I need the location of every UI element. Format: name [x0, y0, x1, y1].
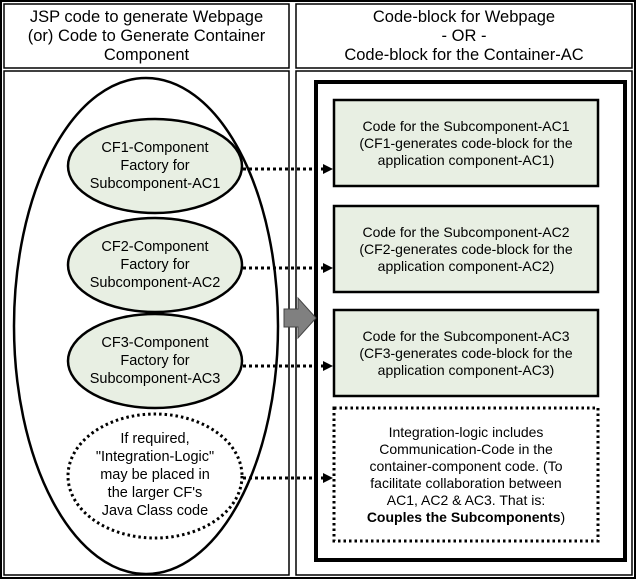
integration-logic-suffix: ) — [560, 508, 566, 525]
integration-logic-body: Integration-logic includes Communication… — [369, 423, 563, 508]
generates-arrow — [283, 296, 317, 340]
integration-logic-text: Integration-logic includes Communication… — [338, 412, 594, 537]
factory-oval-cf1 — [66, 117, 244, 215]
code-block-label-ac1: Code for the Subcomponent-AC1 (CF1-gener… — [359, 117, 573, 168]
code-block-label-ac2: Code for the Subcomponent-AC2 (CF2-gener… — [359, 223, 573, 274]
left-header-title: JSP code to generate Webpage (or) Code t… — [27, 7, 266, 64]
code-block-ac2 — [332, 204, 600, 294]
right-header-cell — [295, 3, 633, 69]
factory-oval-cf2 — [66, 216, 244, 314]
integration-logic-bold: Couples the Subcomponents — [366, 508, 561, 525]
integration-logic-block — [332, 406, 600, 543]
factory-label-cf1: CF1-Component Factory for Subcomponent-A… — [89, 140, 221, 192]
integration-logic-emphasis-line: Couples the Subcomponents) — [367, 509, 565, 526]
integration-note-text: If required, "Integration-Logic" may be … — [95, 431, 215, 519]
code-block-ac3 — [332, 308, 600, 398]
left-header-cell — [3, 3, 290, 69]
factory-oval-cf3 — [66, 312, 244, 410]
factory-label-cf2: CF2-Component Factory for Subcomponent-A… — [89, 239, 221, 291]
code-block-ac1 — [332, 98, 600, 188]
code-block-label-ac3: Code for the Subcomponent-AC3 (CF3-gener… — [359, 327, 573, 378]
integration-note-oval — [66, 412, 244, 540]
right-header-title: Code-block for Webpage - OR - Code-block… — [344, 7, 584, 64]
factory-label-cf3: CF3-Component Factory for Subcomponent-A… — [89, 335, 221, 387]
